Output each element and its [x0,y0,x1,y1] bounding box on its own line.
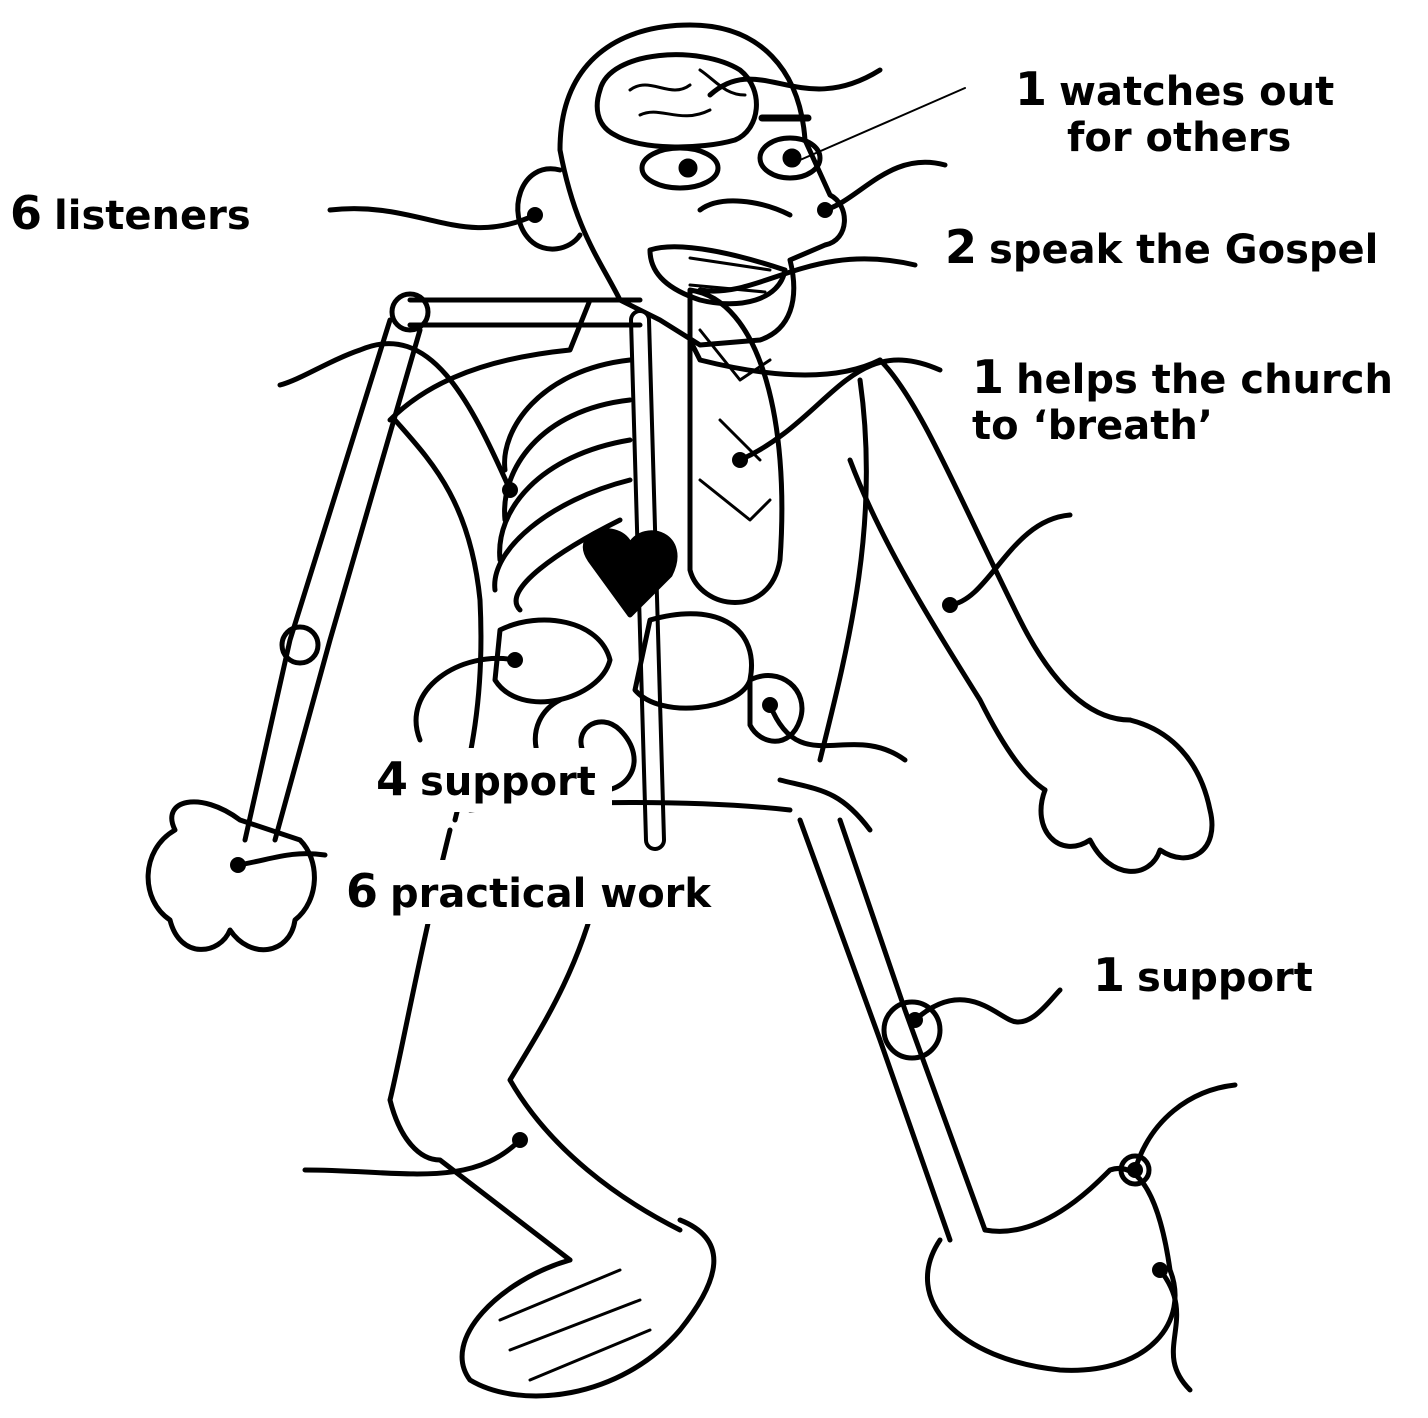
label-speak-gospel: 2speak the Gospel [945,222,1378,274]
leader-liver [416,658,515,740]
leader-foot-top [1135,1085,1235,1170]
leader-speak [825,162,945,210]
left-foot [462,1220,714,1396]
leader-arm [950,515,1070,605]
heart-shape [585,531,675,615]
label-support-middle: 4support [360,748,612,812]
right-foot [927,1168,1175,1370]
leader-watches [800,88,965,160]
leader-listeners [330,209,535,228]
label-watches-out: 1watches out for others [1015,64,1334,160]
mouth-outline [650,247,785,304]
label-practical-work: 6practical work [330,860,727,924]
right-leg-bone [800,820,985,1240]
left-hand [148,802,314,950]
label-listeners: 6listeners [10,188,251,240]
ear-outline [518,169,580,249]
brain-outline [597,55,756,147]
label-support-knee: 1support [1093,950,1313,1002]
label-helps-breath: 1helps the church to ‘breath’ [972,352,1393,448]
leader-kidney [770,705,905,760]
right-hand [1041,720,1212,871]
